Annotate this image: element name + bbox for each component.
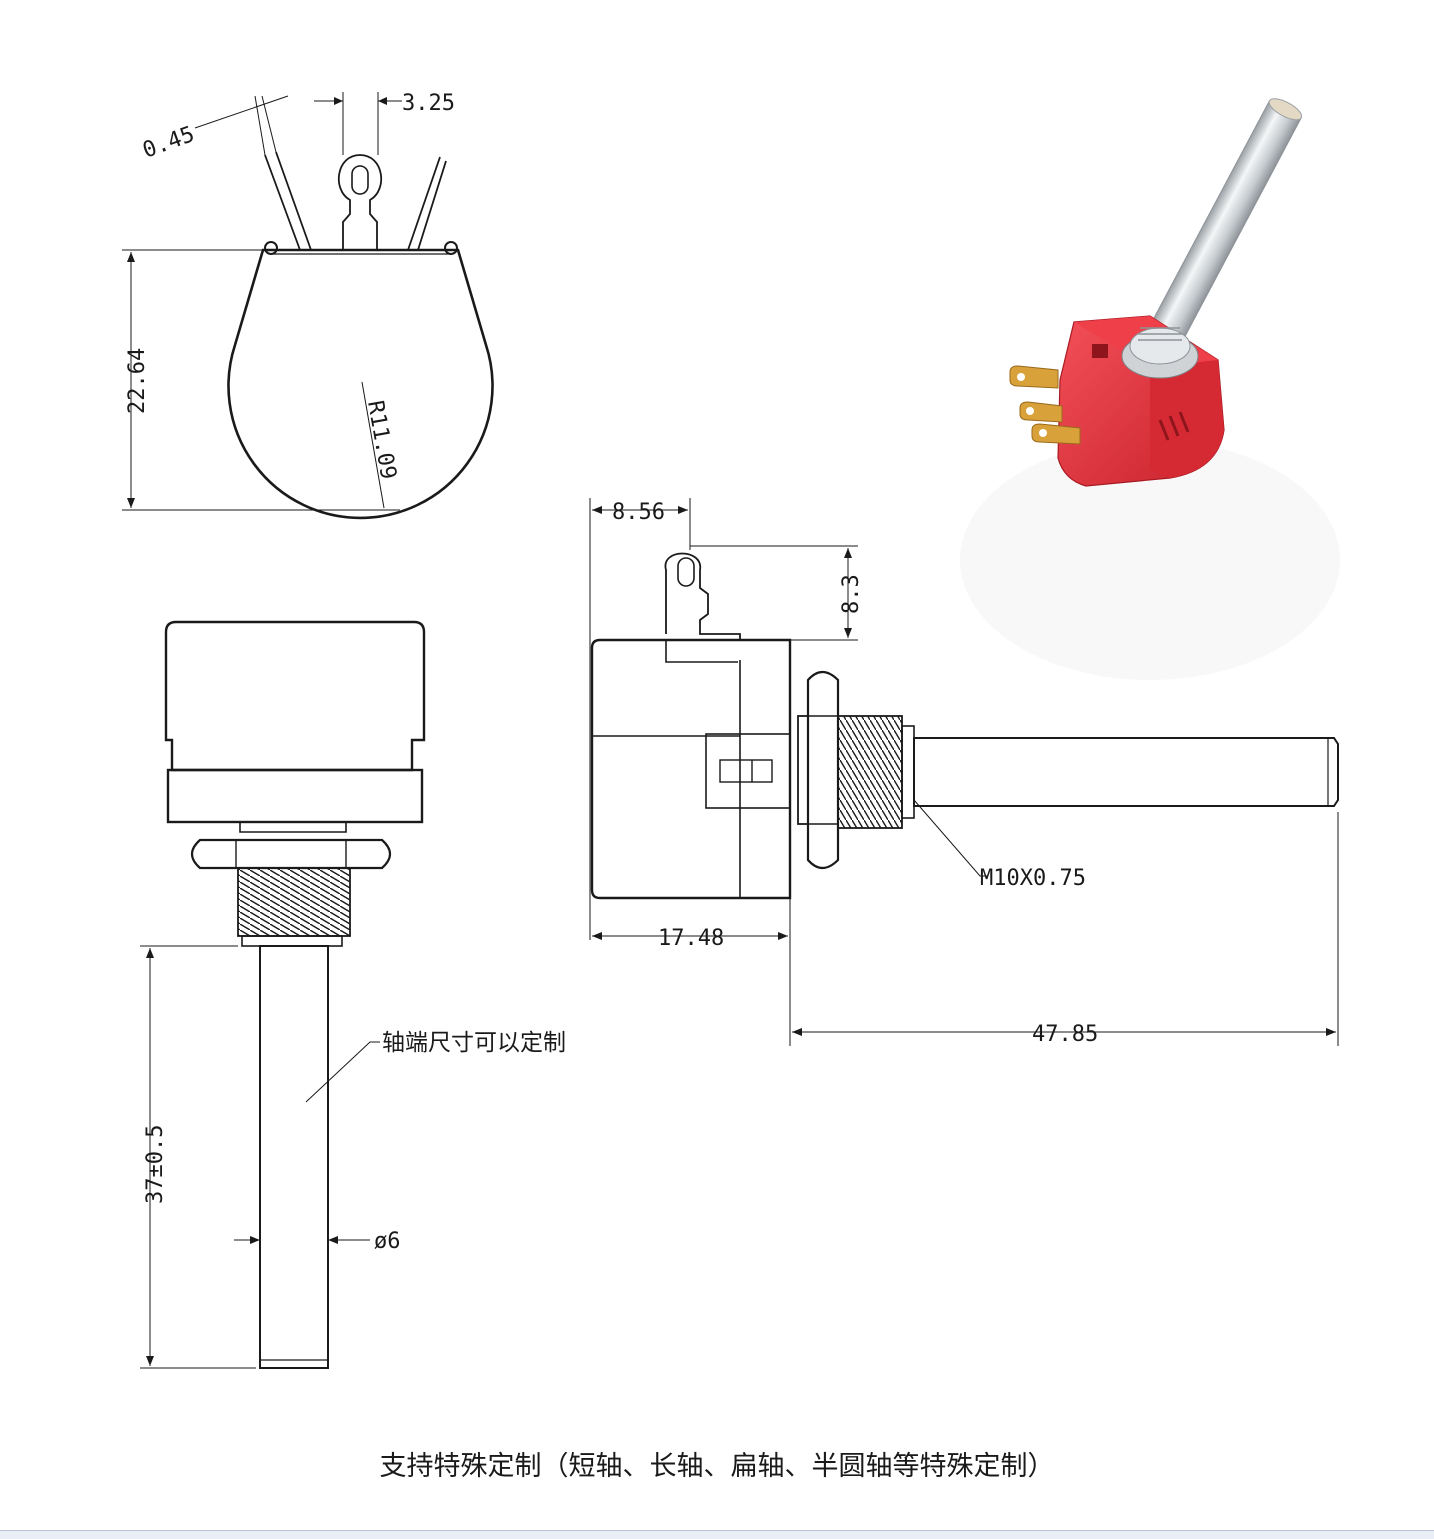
dim-terminal-depth: 8.56 [612,500,665,525]
bottom-rule [0,1530,1434,1539]
caption: 支持特殊定制（短轴、长轴、扁轴、半圆轴等特殊定制） [379,1451,1055,1482]
shaft-vertical [259,945,329,1369]
dim-lead-thickness: 0.45 [140,122,198,164]
dim-shaft-length: 37±0.5 [143,1125,168,1204]
dim-thread: M10X0.75 [980,866,1086,891]
hex-nut-side [806,670,840,870]
product-photo [960,98,1340,680]
right-lead [407,156,447,251]
side-view-horizontal [589,498,1339,1046]
dim-body-height: 22.64 [125,348,150,414]
dim-body-depth: 17.48 [658,926,724,951]
shaft-horizontal [913,737,1339,807]
dim-body-radius: R11.09 [362,399,400,482]
note-shaft-custom: 轴端尺寸可以定制 [382,1030,566,1056]
top-view [122,92,494,520]
left-lead [264,151,312,251]
thread-vertical [237,867,351,937]
body-outline-top [227,248,494,520]
hex-nut [190,838,392,870]
cap-body [164,620,426,772]
dim-terminal-height: 8.3 [839,574,864,614]
dim-shaft-total-length: 47.85 [1032,1022,1098,1047]
terminal-tab [664,552,741,640]
body-side [590,638,792,900]
center-tab [337,154,383,250]
dim-shaft-diameter: ø6 [374,1229,401,1254]
thread-horizontal [837,715,903,829]
dim-terminal-offset: 3.25 [402,91,455,116]
side-view-vertical [140,620,426,1369]
